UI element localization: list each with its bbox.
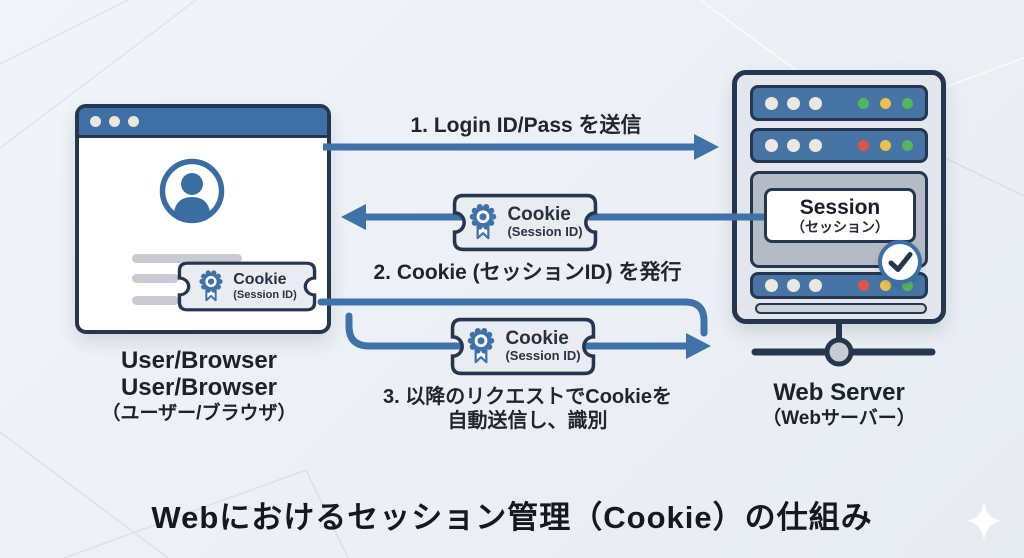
cookie-ticket-title: Cookie — [507, 204, 571, 226]
award-ribbon-icon — [470, 203, 497, 239]
session-box: Session （セッション） — [764, 188, 916, 243]
cookie-ticket: Cookie (Session ID) — [450, 317, 596, 376]
status-led-icons — [858, 97, 913, 109]
web-server: Session （セッション） — [732, 70, 946, 324]
award-ribbon-icon — [468, 327, 495, 363]
browser-label-en: User/Browser — [120, 347, 278, 374]
cookie-ticket-title: Cookie — [233, 271, 287, 289]
step3-label: 3. 以降のリクエストでCookieを 自動送信し、識別 — [355, 385, 700, 433]
cookie-ticket-subtitle: (Session ID) — [507, 224, 583, 240]
cookie-ticket-subtitle: (Session ID) — [505, 348, 581, 364]
text-placeholder-line — [132, 254, 242, 263]
page-title: Webにおけるセッション管理（Cookie）の仕組み — [151, 500, 873, 535]
server-drive-dots-icon — [765, 279, 822, 292]
browser-label-jp: （ユーザー/ブラウザ） — [101, 403, 297, 424]
server-drive-dots-icon — [765, 96, 822, 110]
browser-label-en2: User/Browser — [120, 374, 278, 401]
text-placeholder-line — [132, 296, 179, 305]
server-vent-slot — [755, 303, 927, 314]
session-title: Session — [799, 196, 881, 219]
check-badge-icon — [878, 240, 922, 284]
server-drive-dots-icon — [765, 139, 822, 152]
window-dot-icon — [128, 116, 139, 127]
server-label-en: Web Server — [773, 379, 905, 406]
window-dot-icon — [90, 116, 101, 127]
text-placeholder-line — [132, 274, 179, 283]
step1-label: 1. Login ID/Pass を送信 — [410, 114, 642, 137]
cookie-ticket: Cookie (Session ID) — [452, 193, 598, 252]
window-dot-icon — [109, 116, 120, 127]
server-rack-unit — [750, 85, 928, 121]
cookie-ticket-subtitle: (Session ID) — [233, 288, 297, 301]
step3-line2: 自動送信し、識別 — [447, 410, 608, 432]
step2-label: 2. Cookie (セッションID) を発行 — [373, 261, 682, 284]
session-panel: Session （セッション） — [750, 171, 928, 268]
step3-line1: 3. 以降のリクエストでCookieを — [383, 386, 672, 408]
server-label-jp: （Webサーバー） — [762, 408, 916, 429]
status-led-icons — [858, 140, 913, 151]
browser-titlebar — [79, 108, 327, 138]
cookie-ticket: Cookie (Session ID) — [177, 261, 317, 312]
award-ribbon-icon — [199, 269, 223, 301]
status-led-icons — [858, 280, 913, 291]
session-subtitle: （セッション） — [791, 219, 889, 235]
server-rack-unit — [750, 128, 928, 163]
cookie-ticket-title: Cookie — [505, 328, 569, 350]
server-label: Web Server （Webサーバー） — [727, 379, 951, 432]
user-avatar-icon — [159, 158, 225, 224]
network-node-icon — [751, 322, 936, 367]
browser-label: User/Browser User/Browser （ユーザー/ブラウザ） — [60, 347, 338, 427]
